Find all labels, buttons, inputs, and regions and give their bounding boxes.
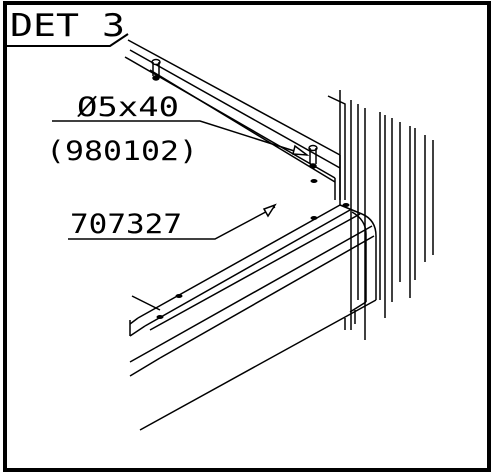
screw-part-number: (980102) bbox=[46, 136, 198, 167]
panel-leader-arrow bbox=[262, 203, 277, 218]
screw-right bbox=[308, 144, 318, 169]
screw-leader bbox=[52, 120, 308, 156]
screw-size-label: Ø5x40 bbox=[77, 92, 179, 123]
screw-hole-panel-left bbox=[175, 294, 183, 298]
screw-leader-arrow bbox=[292, 144, 310, 156]
detail-title-box bbox=[5, 33, 129, 47]
wall-surface bbox=[327, 90, 434, 340]
screw-hole-panel-edge bbox=[156, 315, 164, 319]
screw-hole-back bbox=[310, 179, 318, 183]
screw-hole-panel-right bbox=[342, 203, 350, 207]
panel-part-number: 707327 bbox=[70, 209, 182, 240]
drawing-frame bbox=[3, 1, 491, 472]
panel-leader bbox=[68, 206, 276, 240]
detail-label: DET 3 bbox=[10, 8, 125, 44]
panel-body bbox=[129, 204, 377, 431]
back-rail bbox=[124, 39, 341, 205]
screw-hole-panel-mid bbox=[310, 216, 318, 220]
screw-left bbox=[151, 58, 161, 81]
